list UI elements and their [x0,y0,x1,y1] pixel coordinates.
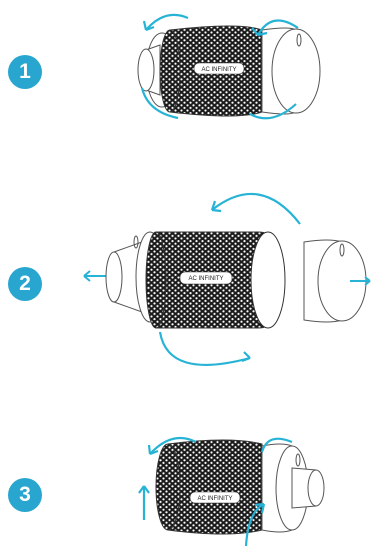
carbon-filter-mesh [156,440,262,534]
right-flange [262,444,324,532]
right-end-cap [262,28,320,114]
step-3-illustration: AC INFINITY [0,420,372,551]
step-2-illustration: AC INFINITY [0,180,372,385]
brand-label-text-3: AC INFINITY [197,496,232,502]
brand-label-text-2: AC INFINITY [188,276,223,282]
brand-label-text-1: AC INFINITY [201,67,236,73]
step-1-illustration: AC INFINITY [0,0,372,140]
